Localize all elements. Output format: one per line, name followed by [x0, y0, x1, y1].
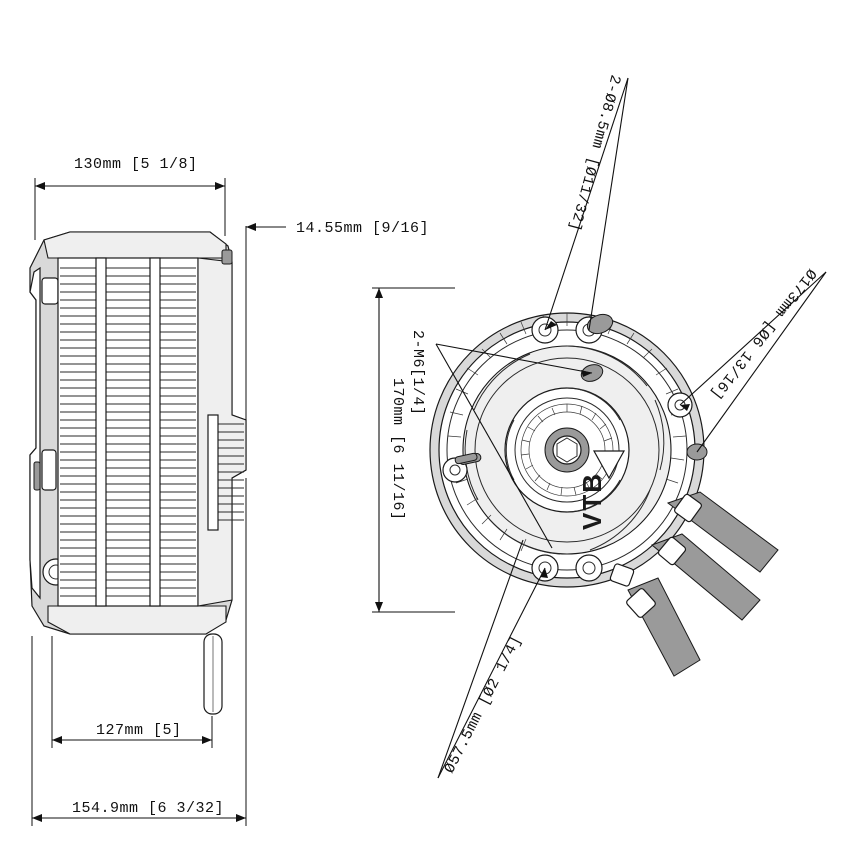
- dim-label-154-9mm: 154.9mm [6 3/32]: [72, 800, 224, 817]
- callout-2-m6: 2-M6[1/4]: [409, 330, 593, 549]
- dim-170mm: 170mm [6 11/16]: [372, 287, 455, 613]
- dim-154-9mm: 154.9mm [6 3/32]: [31, 478, 247, 826]
- callout-label-dia-57-5: Ø57.5mm [Ø2 1/4]: [441, 633, 525, 776]
- right-fin-stack: [214, 423, 244, 521]
- brand-mark: VTB: [577, 472, 607, 530]
- inner-spokes: [505, 387, 621, 513]
- dim-14-55mm: 14.55mm [9/16]: [245, 220, 429, 420]
- callout-label-dia-173: Ø173mm [Ø6 13/16]: [707, 265, 820, 403]
- dim-label-127mm: 127mm [5]: [96, 722, 182, 739]
- dim-label-130mm: 130mm [5 1/8]: [74, 156, 198, 173]
- cable-connectors: [609, 491, 779, 677]
- dim-130mm: 130mm [5 1/8]: [34, 156, 226, 240]
- callout-label-dia-8-5: 2-Ø8.5mm [Ø11/32]: [565, 73, 623, 233]
- dim-label-170mm: 170mm [6 11/16]: [389, 378, 406, 521]
- cooling-fins: [60, 267, 196, 597]
- brand-triangle: [592, 450, 626, 480]
- callout-label-2-m6: 2-M6[1/4]: [409, 330, 426, 416]
- dim-label-14-55mm: 14.55mm [9/16]: [296, 220, 429, 237]
- front-view-group: VTB: [429, 312, 779, 677]
- side-view-group: [29, 231, 247, 715]
- callout-dia-8-5: 2-Ø8.5mm [Ø11/32]: [544, 73, 629, 331]
- dim-127mm: 127mm [5]: [51, 636, 213, 748]
